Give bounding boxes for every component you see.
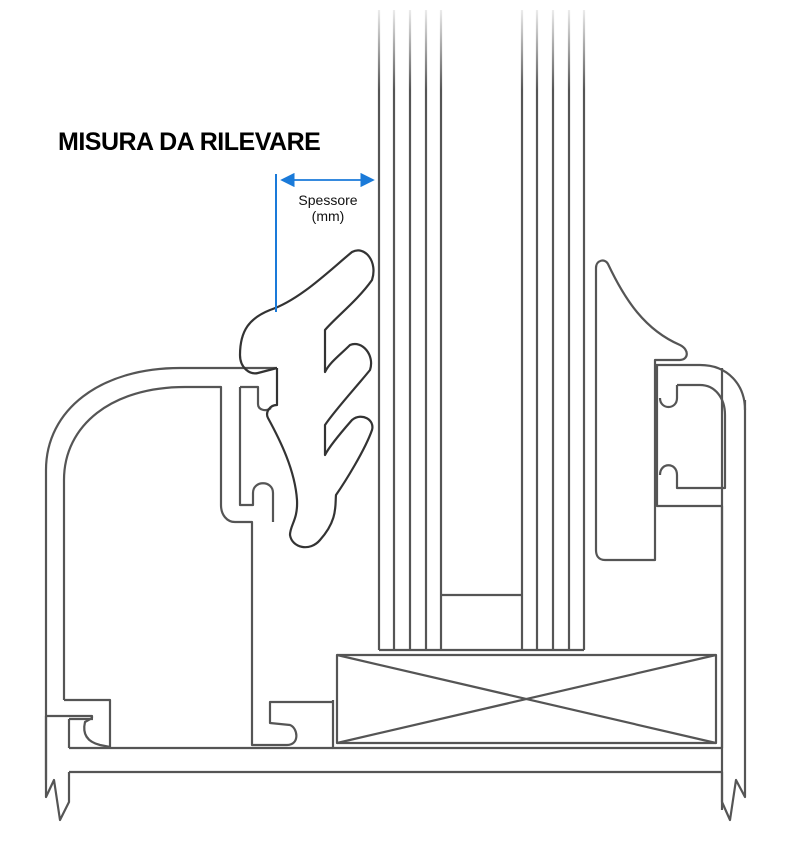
gasket-right bbox=[594, 259, 688, 562]
dimension-indicator bbox=[275, 172, 375, 312]
glass-pane-right bbox=[520, 10, 586, 650]
thickness-label: Spessore (mm) bbox=[280, 192, 376, 224]
thickness-label-line2: (mm) bbox=[311, 208, 345, 224]
glass-pane-left bbox=[377, 10, 443, 650]
setting-block bbox=[335, 653, 718, 745]
frame-channel bbox=[331, 368, 724, 750]
frame-profile-right bbox=[655, 363, 747, 810]
thickness-label-line1: Spessore bbox=[298, 192, 358, 208]
wedge-gasket-left bbox=[238, 249, 375, 549]
diagram-title: MISURA DA RILEVARE bbox=[58, 128, 321, 156]
frame-profile bbox=[44, 366, 747, 822]
glass-fade bbox=[370, 0, 600, 90]
